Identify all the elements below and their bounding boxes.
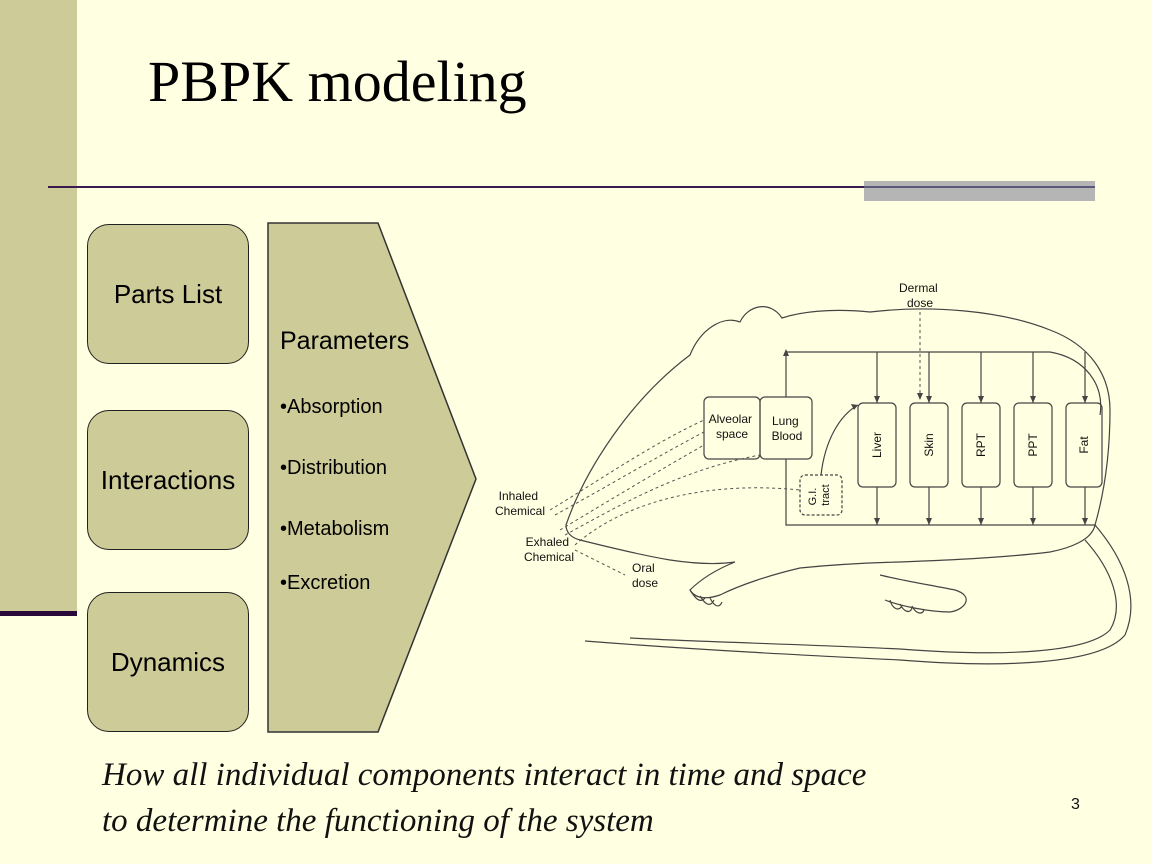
oral-dose-label-1: Oral	[632, 561, 655, 575]
caption-line-2: to determine the functioning of the syst…	[102, 803, 654, 839]
rat-hind-leg	[879, 574, 967, 613]
rat-tail	[584, 524, 1132, 665]
rat-tail-inner	[629, 539, 1117, 654]
gi-to-liver	[820, 404, 859, 476]
title-divider-accent-line	[864, 186, 1095, 188]
gi-label-2: tract	[820, 484, 832, 505]
rat-pbpk-diagram: Dermal dose Alveolar space Lung Blood G.…	[495, 281, 1132, 665]
rat-hind-paw	[889, 599, 925, 614]
exhaled-label-1: Exhaled	[526, 535, 569, 549]
rpt-label: RPT	[974, 432, 988, 457]
inhaled-label-2: Chemical	[495, 504, 545, 518]
exhaled-label-2: Chemical	[524, 550, 574, 564]
oral-dose-leader	[574, 549, 626, 576]
svg-text:Exhaled Chemical: Exhaled Chemical	[524, 535, 574, 564]
slide-title: PBPK modeling	[148, 49, 527, 114]
oral-dose-label-2: dose	[632, 576, 658, 590]
lung-label-1: Lung	[772, 414, 799, 428]
parameters-heading: Parameters	[280, 327, 410, 355]
title-divider-accent	[864, 181, 1095, 201]
inhaled-label-1: Inhaled	[499, 489, 538, 503]
artery-drops	[876, 352, 1086, 403]
dermal-dose-label-2: dose	[907, 296, 933, 310]
interactions-label: Interactions	[100, 464, 236, 495]
alveolar-label-1: Alveolar	[709, 412, 752, 426]
svg-text:Alveolar space: Alveolar space	[709, 412, 756, 441]
caption-line-1: How all individual components interact i…	[102, 757, 867, 793]
exhaled-arrows	[559, 444, 761, 536]
fat-label: Fat	[1077, 436, 1091, 454]
oral-dose-arrow	[574, 487, 801, 546]
svg-text:Lung Blood: Lung Blood	[772, 414, 803, 443]
arterial-line	[785, 351, 1102, 416]
inhaled-arrows	[549, 419, 705, 516]
dynamics-label: Dynamics	[110, 646, 226, 677]
liver-label: Liver	[870, 432, 884, 458]
slide-caption: How all individual components interact i…	[102, 752, 866, 844]
gi-label-1: G.I.	[807, 488, 819, 506]
rat-outline	[565, 306, 1111, 599]
param-excretion: •Excretion	[280, 572, 371, 594]
rat-front-paw	[689, 589, 723, 607]
venous-line	[785, 459, 1095, 526]
dynamics-box: Dynamics	[87, 592, 249, 732]
parts-list-box: Parts List	[87, 224, 249, 364]
left-accent-line	[0, 611, 77, 616]
svg-text:Oral dose: Oral dose	[632, 561, 658, 590]
param-absorption: •Absorption	[280, 396, 383, 418]
svg-text:Inhaled Chemical: Inhaled Chemical	[495, 489, 545, 518]
interactions-box: Interactions	[87, 410, 249, 550]
svg-text:G.I. tract: G.I. tract	[807, 484, 832, 505]
parameters-chevron	[267, 222, 477, 733]
ppt-label: PPT	[1026, 433, 1040, 457]
svg-text:Dermal dose: Dermal dose	[899, 281, 941, 310]
dermal-dose-label-1: Dermal	[899, 281, 938, 295]
title-divider	[48, 186, 1095, 188]
lung-label-2: Blood	[772, 429, 803, 443]
alveolar-label-2: space	[716, 427, 748, 441]
param-distribution: •Distribution	[280, 457, 388, 479]
parts-list-label: Parts List	[113, 278, 223, 309]
fat-box	[1065, 402, 1103, 488]
left-accent-band	[0, 0, 77, 612]
skin-label: Skin	[922, 433, 936, 456]
vein-drops	[876, 487, 1086, 525]
lung-blood-box	[759, 396, 813, 460]
slide-number: 3	[1071, 796, 1080, 813]
param-metabolism: •Metabolism	[280, 518, 390, 540]
